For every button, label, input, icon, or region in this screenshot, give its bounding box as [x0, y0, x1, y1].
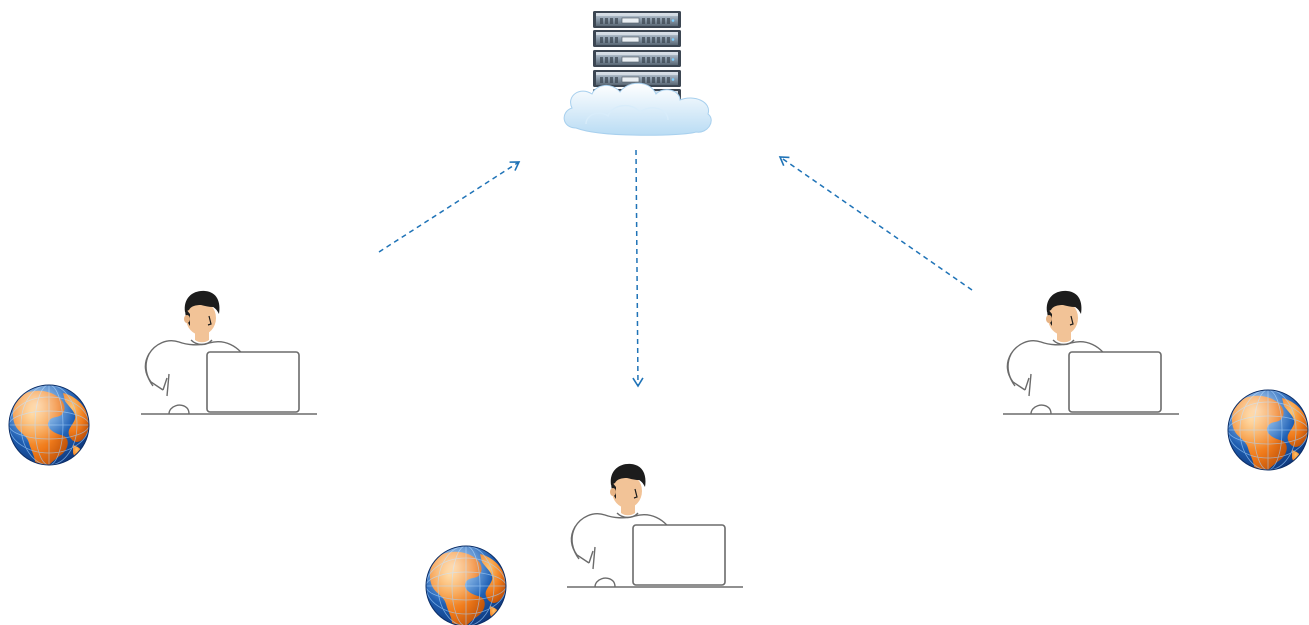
- globe-icon: [9, 385, 89, 469]
- edge-user-left-to-server: [378, 161, 521, 253]
- edge-server-to-user-center: [632, 149, 644, 388]
- user-left: [140, 290, 318, 415]
- user-center: [566, 463, 744, 588]
- user-right: [1002, 290, 1180, 415]
- cloud-server-stack-icon: [563, 10, 712, 136]
- person-at-laptop-icon: [566, 463, 744, 588]
- globe-icon: [1228, 390, 1308, 474]
- person-at-laptop-icon: [140, 290, 318, 415]
- connections: [378, 149, 973, 388]
- edge-user-right-to-server: [778, 156, 973, 291]
- globe-icon: [426, 546, 506, 625]
- cloud-shape: [563, 82, 712, 136]
- person-at-laptop-icon: [1002, 290, 1180, 415]
